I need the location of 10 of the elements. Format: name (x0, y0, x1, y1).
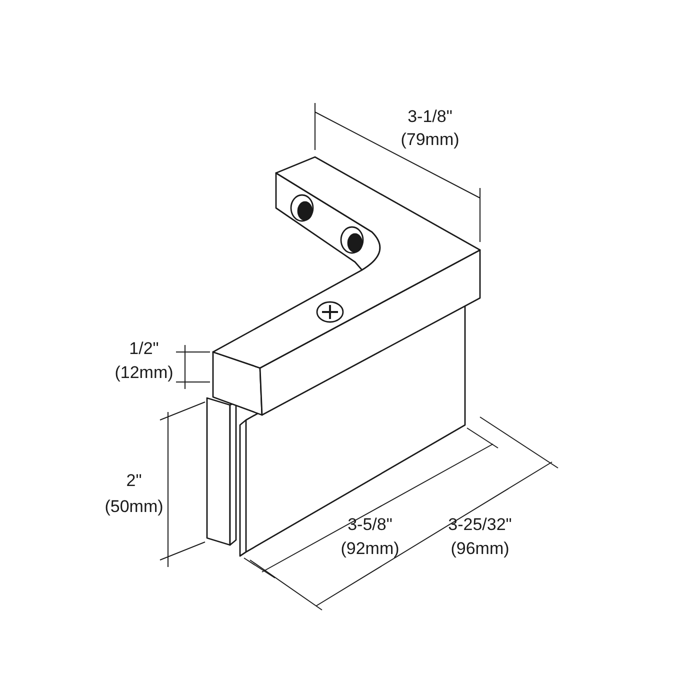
dimension-label: 3-1/8" (408, 108, 452, 125)
dimension-label: (50mm) (104, 498, 164, 515)
dimension-label: (79mm) (400, 131, 460, 148)
dimension-label: (96mm) (450, 540, 510, 557)
dimension-label: (92mm) (340, 540, 400, 557)
dimension-label: 2" (126, 472, 142, 489)
dimension-label: 3-25/32" (448, 516, 512, 533)
dimension-label: 1/2" (129, 340, 159, 357)
dimension-label: 3-5/8" (348, 516, 392, 533)
dimension-label: (12mm) (114, 364, 174, 381)
